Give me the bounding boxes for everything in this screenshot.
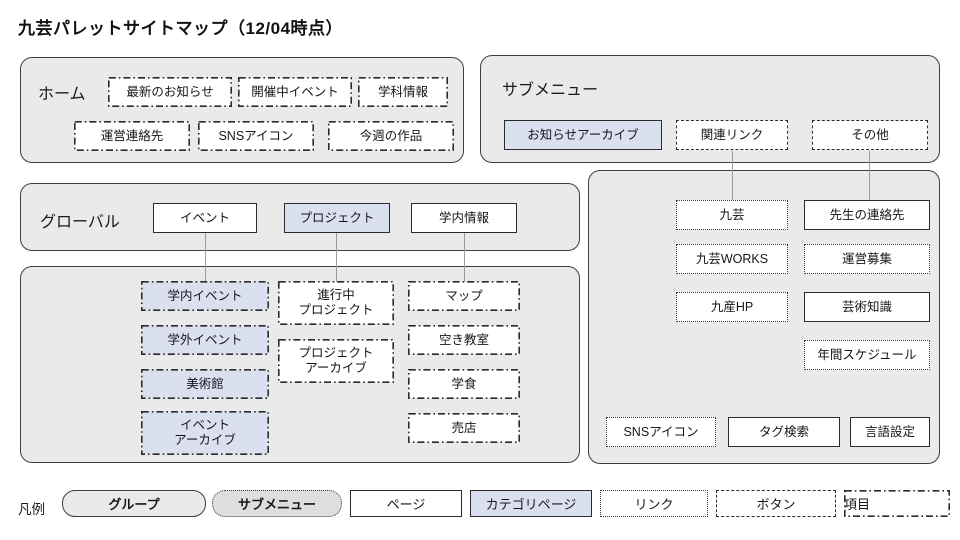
node-label: 運営募集 (841, 251, 892, 266)
other-link-annual-schedule[interactable]: 年間スケジュール (804, 340, 930, 370)
other-page-teacher-contacts[interactable]: 先生の連絡先 (804, 200, 930, 230)
connector-campus (464, 232, 466, 282)
campus-page-cafeteria[interactable]: 学食 (408, 369, 520, 399)
footer-link-sns-icon[interactable]: SNSアイコン (606, 417, 716, 447)
node-label: 美術館 (186, 376, 224, 391)
submenu-item-news-archive[interactable]: お知らせアーカイブ (504, 120, 662, 150)
node-label: 学食 (451, 376, 477, 391)
legend-chip-page: ページ (350, 490, 462, 517)
global-nav-events[interactable]: イベント (153, 203, 257, 233)
connector-event (205, 232, 207, 282)
connector-related-links (732, 151, 734, 201)
node-label: 学外イベント (167, 332, 243, 347)
node-label: イベント (179, 210, 230, 225)
node-label: 最新のお知らせ (126, 84, 214, 99)
home-item-ongoing-events[interactable]: 開催中イベント (238, 77, 352, 107)
footer-page-tag-search[interactable]: タグ検索 (728, 417, 840, 447)
legend-chip-link: リンク (600, 490, 708, 517)
node-label: 運営連絡先 (100, 128, 164, 143)
campus-page-store[interactable]: 売店 (408, 413, 520, 443)
footer-page-language-settings[interactable]: 言語設定 (850, 417, 930, 447)
node-label: お知らせアーカイブ (527, 127, 639, 142)
global-nav-projects[interactable]: プロジェクト (284, 203, 390, 233)
node-label: 芸術知識 (841, 299, 892, 314)
node-label: SNSアイコン (218, 128, 294, 143)
node-label: 年間スケジュール (817, 347, 917, 362)
legend-chip-label: ボタン (756, 497, 796, 512)
node-label: 学内イベント (167, 288, 243, 303)
node-label: 売店 (451, 420, 477, 435)
legend-chip-label: カテゴリページ (485, 497, 577, 512)
node-label: 開催中イベント (251, 84, 339, 99)
submenu-item-related-links[interactable]: 関連リンク (676, 120, 788, 150)
legend-chip-button: ボタン (716, 490, 836, 517)
related-link-kyugei-works[interactable]: 九芸WORKS (676, 244, 788, 274)
node-label: 学科情報 (377, 84, 428, 99)
node-label: 空き教室 (438, 332, 489, 347)
related-link-kyusan-hp[interactable]: 九産HP (676, 292, 788, 322)
event-page-event-archive[interactable]: イベント アーカイブ (141, 411, 269, 455)
other-link-staff-recruitment[interactable]: 運営募集 (804, 244, 930, 274)
home-item-department-info[interactable]: 学科情報 (358, 77, 448, 107)
legend-chip-label: グループ (108, 497, 160, 512)
node-label: 九芸WORKS (695, 251, 769, 266)
legend-chip-submenu: サブメニュー (212, 490, 342, 517)
project-page-ongoing[interactable]: 進行中 プロジェクト (278, 281, 394, 325)
home-item-sns-icon[interactable]: SNSアイコン (198, 121, 314, 151)
page-title: 九芸パレットサイトマップ（12/04時点） (18, 19, 344, 38)
node-label: タグ検索 (758, 424, 809, 439)
legend-chip-label: サブメニュー (237, 497, 316, 512)
legend-chip-label: リンク (634, 497, 674, 512)
connector-project (336, 232, 338, 282)
legend-chip-group: グループ (62, 490, 206, 517)
group-label-global: グローバル (40, 214, 120, 231)
global-nav-campus-info[interactable]: 学内情報 (411, 203, 517, 233)
node-label: プロジェクト (299, 210, 375, 225)
campus-page-map[interactable]: マップ (408, 281, 520, 311)
node-label: SNSアイコン (623, 424, 699, 439)
node-label: マップ (445, 288, 483, 303)
legend-chip-label: 項目 (844, 497, 871, 512)
node-label: その他 (851, 127, 889, 142)
project-page-archive[interactable]: プロジェクト アーカイブ (278, 339, 394, 383)
home-item-latest-news[interactable]: 最新のお知らせ (108, 77, 232, 107)
event-page-campus-events[interactable]: 学内イベント (141, 281, 269, 311)
group-label-submenu: サブメニュー (502, 82, 599, 99)
node-label: 今週の作品 (359, 128, 423, 143)
group-label-home: ホーム (38, 86, 86, 103)
event-page-art-museum[interactable]: 美術館 (141, 369, 269, 399)
node-label: 進行中 プロジェクト (298, 288, 374, 317)
node-label: 言語設定 (864, 424, 915, 439)
home-item-contact[interactable]: 運営連絡先 (74, 121, 190, 151)
other-page-art-knowledge[interactable]: 芸術知識 (804, 292, 930, 322)
legend-chip-label: ページ (386, 497, 426, 512)
connector-other (869, 151, 871, 201)
submenu-item-others[interactable]: その他 (812, 120, 928, 150)
node-label: 学内情報 (438, 210, 489, 225)
node-label: 九芸 (719, 207, 745, 222)
event-page-offcampus-events[interactable]: 学外イベント (141, 325, 269, 355)
node-label: 先生の連絡先 (829, 207, 905, 222)
home-item-weekly-works[interactable]: 今週の作品 (328, 121, 454, 151)
node-label: プロジェクト アーカイブ (298, 346, 374, 375)
legend-label: 凡例 (18, 502, 45, 517)
legend-chip-category-page: カテゴリページ (470, 490, 592, 517)
related-link-kyugei[interactable]: 九芸 (676, 200, 788, 230)
campus-page-empty-classrooms[interactable]: 空き教室 (408, 325, 520, 355)
legend-chip-item: 項目 (844, 490, 950, 517)
node-label: イベント アーカイブ (174, 418, 236, 447)
node-label: 関連リンク (700, 127, 764, 142)
node-label: 九産HP (710, 299, 754, 314)
